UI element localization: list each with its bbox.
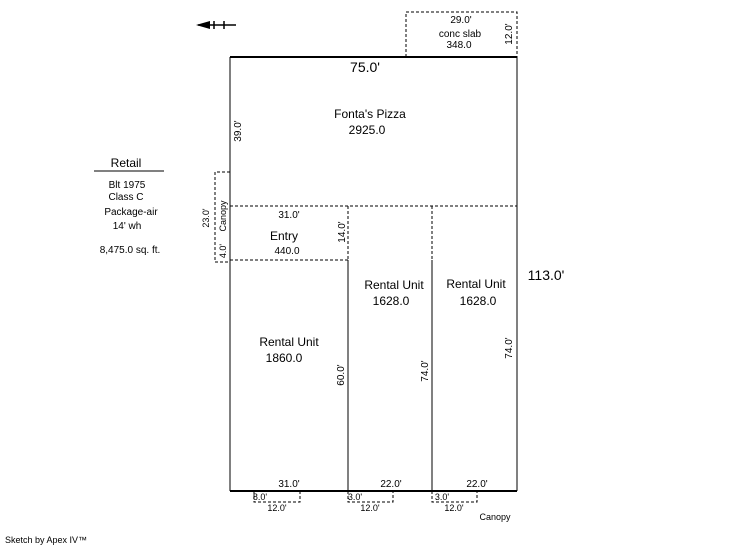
canopy-side: 23.0' Canopy 4.0': [201, 171, 230, 263]
area-rental-unit-left: Rental Unit 1860.0 60.0' 31.0': [259, 335, 347, 490]
building-right-depth: 113.0': [528, 267, 565, 283]
canopy-bottom: 8.0' 12.0' 3.0' 12.0' 3.0' 12.0' Canopy: [253, 491, 511, 522]
rental-left-width: 31.0': [278, 479, 299, 490]
slab-depth-label: 12.0': [504, 23, 515, 44]
canopy-side-depth: 23.0': [201, 208, 211, 228]
rental-mid-name: Rental Unit: [364, 278, 424, 292]
building-top-width: 75.0': [350, 59, 380, 75]
slab-width-label: 29.0': [450, 15, 471, 26]
summary-legend: Retail Blt 1975 Class C Package-air 14' …: [94, 156, 164, 256]
rental-mid-width: 22.0': [380, 479, 401, 490]
summary-class: Class C: [108, 192, 143, 203]
slab-name-label: conc slab: [439, 29, 482, 40]
slab-area-label: 348.0: [446, 40, 471, 51]
canopy-c-depth: 3.0': [435, 492, 450, 502]
rental-right-name: Rental Unit: [446, 277, 506, 291]
area-entry: 31.0' Entry 440.0 14.0': [270, 210, 348, 257]
summary-title: Retail: [111, 156, 142, 170]
canopy-b-depth: 3.0': [348, 492, 363, 502]
entry-depth: 14.0': [337, 221, 348, 242]
pizza-area: 2925.0: [349, 123, 386, 137]
rental-mid-depth: 74.0': [420, 360, 431, 381]
concrete-slab: 29.0' conc slab 348.0 12.0': [405, 11, 518, 57]
entry-width: 31.0': [278, 210, 299, 221]
rental-right-depth: 74.0': [504, 337, 515, 358]
canopy-side-width: 4.0': [218, 244, 228, 259]
interior-walls: [230, 205, 517, 491]
rental-left-name: Rental Unit: [259, 335, 319, 349]
area-rental-unit-middle: Rental Unit 1628.0 74.0' 22.0': [364, 278, 431, 490]
canopy-side-name: Canopy: [218, 200, 228, 232]
north-arrow-icon: [196, 21, 236, 29]
summary-wall-height: 14' wh: [113, 221, 142, 232]
entry-name: Entry: [270, 229, 298, 243]
canopy-a-depth: 8.0': [253, 492, 268, 502]
summary-built: Blt 1975: [109, 180, 146, 191]
rental-right-width: 22.0': [466, 479, 487, 490]
entry-area: 440.0: [274, 246, 299, 257]
canopy-a-width: 12.0': [267, 503, 287, 513]
rental-mid-area: 1628.0: [373, 294, 410, 308]
summary-area: 8,475.0 sq. ft.: [100, 245, 161, 256]
summary-hvac: Package-air: [104, 207, 158, 218]
rental-left-depth: 60.0': [336, 364, 347, 385]
pizza-name: Fonta's Pizza: [334, 107, 406, 121]
canopy-b-width: 12.0': [360, 503, 380, 513]
pizza-depth: 39.0': [233, 120, 244, 141]
canopy-bottom-name: Canopy: [479, 512, 511, 522]
rental-right-area: 1628.0: [460, 294, 497, 308]
footer-credit: Sketch by Apex IV™: [5, 535, 87, 545]
area-fontas-pizza: Fonta's Pizza 2925.0 39.0': [233, 107, 406, 142]
building-outline: [229, 56, 518, 492]
area-rental-unit-right: Rental Unit 1628.0 74.0' 22.0': [446, 277, 515, 490]
canopy-c-width: 12.0': [444, 503, 464, 513]
rental-left-area: 1860.0: [266, 351, 303, 365]
